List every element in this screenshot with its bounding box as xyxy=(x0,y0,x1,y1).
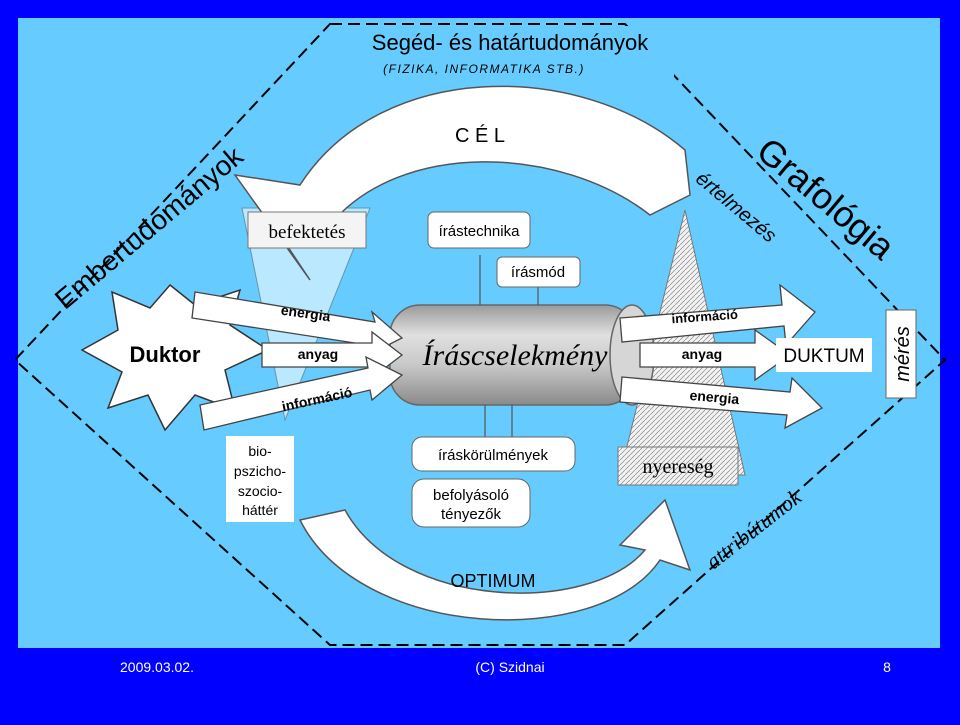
irastechnika-label: írástechnika xyxy=(439,223,521,240)
footer-page-number: 8 xyxy=(883,659,891,675)
befektetes-label: befektetés xyxy=(268,222,345,243)
befolyasolo-box xyxy=(411,478,531,528)
irasmod-box xyxy=(496,256,581,288)
iraskorulmenyek-box xyxy=(411,436,576,472)
right-informacio-label: információ xyxy=(671,307,738,327)
nyereseg-box xyxy=(617,446,739,486)
footer-author: (C) Szidnai xyxy=(475,659,544,675)
meres-label: mérés xyxy=(892,326,914,382)
optimum-curved-arrow xyxy=(298,498,692,621)
bio-line-3: szocio- xyxy=(238,483,283,499)
bio-line-4: háttér xyxy=(242,502,278,518)
iraskorulmenyek-label: íráskörülmények xyxy=(438,447,549,464)
page-title: Segéd- és határtudományok xyxy=(372,30,649,55)
right-anyag-label: anyag xyxy=(682,346,722,362)
duktum-box xyxy=(776,338,872,372)
befolyasolo-line-2: tényezők xyxy=(441,506,502,523)
right-arrow-energia xyxy=(619,376,824,430)
footer-date: 2009.03.02. xyxy=(120,659,194,675)
befektetes-box xyxy=(247,211,367,249)
page-subtitle: (FIZIKA, INFORMATIKA STB.) xyxy=(383,62,585,76)
left-anyag-label: anyag xyxy=(298,346,338,362)
right-energia-label: energia xyxy=(689,387,740,407)
duktum-label: DUKTUM xyxy=(783,346,864,367)
left-energia-label: energia xyxy=(280,302,332,325)
meres-box xyxy=(885,309,917,399)
dashed-diamond xyxy=(13,23,947,646)
irasmod-label: írásmód xyxy=(511,264,565,281)
bio-box xyxy=(226,436,294,522)
right-arrow-informacio xyxy=(619,283,816,347)
nyereseg-label: nyereség xyxy=(642,456,713,478)
irastechnika-box xyxy=(427,211,531,249)
duktor-label: Duktor xyxy=(130,342,201,367)
befolyasolo-line-1: befolyásoló xyxy=(433,487,509,504)
right-arrow-anyag xyxy=(639,328,792,382)
left-arrow-anyag xyxy=(261,330,404,380)
irascselekmeny-label: Íráscselekmény xyxy=(422,339,609,372)
cel-curved-arrow xyxy=(233,85,691,281)
title-box xyxy=(346,26,674,84)
bio-line-1: bio- xyxy=(248,443,272,459)
cel-label: C É L xyxy=(455,124,505,147)
left-arrow-informacio xyxy=(199,355,404,431)
optimum-label: OPTIMUM xyxy=(451,571,536,591)
bio-line-2: pszicho- xyxy=(234,463,286,479)
